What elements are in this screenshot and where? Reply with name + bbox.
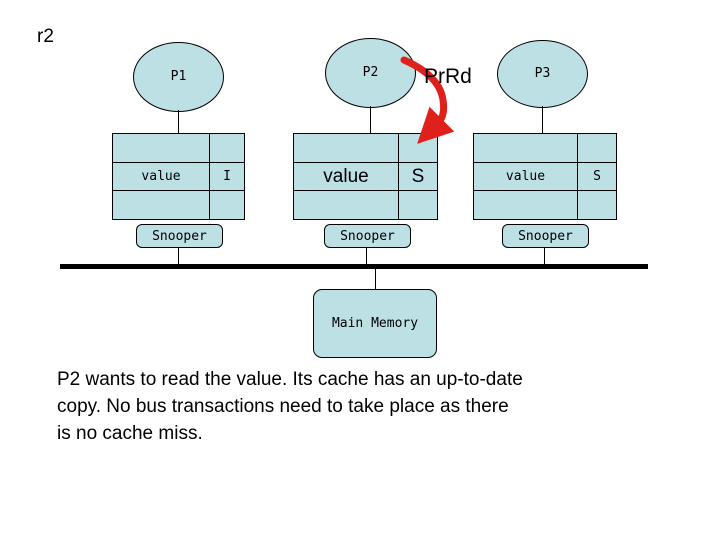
cache-p3-row-bottom (474, 191, 616, 220)
caption-block: P2 wants to read the value. Its cache ha… (57, 366, 677, 447)
cache-p2-state-text: S (411, 165, 425, 187)
main-memory[interactable]: Main Memory (313, 289, 437, 358)
connector-bus-to-memory (375, 268, 376, 290)
register-label: r2 (37, 26, 54, 47)
cache-p1-row-top-right (209, 134, 244, 162)
system-bus (60, 264, 648, 269)
connector-p1-snooper-to-bus (178, 247, 179, 269)
cache-p2-row-bottom-right (398, 191, 437, 220)
cache-p3-row-top-left (474, 134, 577, 162)
processor-p2-label: P2 (362, 64, 379, 80)
cache-p1-value-cell: value (113, 163, 209, 191)
processor-p1-label: P1 (170, 68, 187, 84)
cache-p2-row-top-left (294, 134, 398, 162)
cache-p3-state-cell: S (577, 162, 616, 191)
connector-p3-to-cache (542, 106, 543, 134)
processor-p2[interactable]: P2 (325, 38, 416, 108)
processor-p1[interactable]: P1 (133, 42, 224, 112)
cache-p1-row-bottom-left (113, 191, 209, 219)
cache-p1-row-top (113, 134, 244, 162)
cache-p2[interactable]: value S (293, 133, 438, 220)
caption-line-3: is no cache miss. (57, 423, 203, 444)
cache-p3-state-text: S (593, 169, 601, 184)
processor-p3-label: P3 (534, 65, 551, 81)
snooper-p1-label: Snooper (152, 228, 207, 244)
cache-p1-row-top-left (113, 134, 209, 162)
cache-p2-row-bottom (294, 191, 437, 220)
main-memory-label: Main Memory (331, 316, 419, 331)
snooper-p1[interactable]: Snooper (136, 224, 223, 248)
connector-p1-to-cache (178, 110, 179, 134)
cache-p1-row-mid: value I (113, 161, 244, 192)
cache-p1-row-bottom (113, 191, 244, 220)
cache-p2-row-bottom-left (294, 191, 398, 219)
snooper-p2-label: Snooper (340, 228, 395, 244)
caption-line-1: P2 wants to read the value. Its cache ha… (57, 369, 523, 390)
cache-p1[interactable]: value I (112, 133, 245, 220)
cache-p3-row-top (474, 134, 616, 162)
connector-p2-to-cache (370, 106, 371, 134)
connector-p3-snooper-to-bus (544, 247, 545, 269)
prrd-label: PrRd (424, 65, 472, 88)
cache-p1-state-text: I (223, 169, 231, 184)
cache-p3-row-bottom-right (577, 191, 616, 220)
snooper-p2[interactable]: Snooper (324, 224, 411, 248)
caption-line-2: copy. No bus transactions need to take p… (57, 396, 509, 417)
cache-p2-state-cell: S (398, 162, 437, 191)
cache-p3-row-mid: value S (474, 161, 616, 192)
cache-p2-row-mid: value S (294, 161, 437, 192)
snooper-p3-label: Snooper (518, 228, 573, 244)
connector-p2-snooper-to-bus (366, 247, 367, 269)
cache-p1-row-bottom-right (209, 191, 244, 220)
cache-p2-value-cell: value (294, 163, 398, 191)
cache-p3[interactable]: value S (473, 133, 617, 220)
processor-p3[interactable]: P3 (497, 40, 588, 108)
cache-p3-row-bottom-left (474, 191, 577, 219)
snooper-p3[interactable]: Snooper (502, 224, 589, 248)
cache-p2-row-top (294, 134, 437, 162)
cache-p2-value-text: value (323, 165, 369, 187)
cache-p3-value-cell: value (474, 163, 577, 191)
cache-p2-row-top-right (398, 134, 437, 162)
cache-p3-row-top-right (577, 134, 616, 162)
cache-p1-value-text: value (141, 169, 181, 184)
cache-p1-state-cell: I (209, 162, 244, 191)
cache-p3-value-text: value (505, 169, 546, 184)
